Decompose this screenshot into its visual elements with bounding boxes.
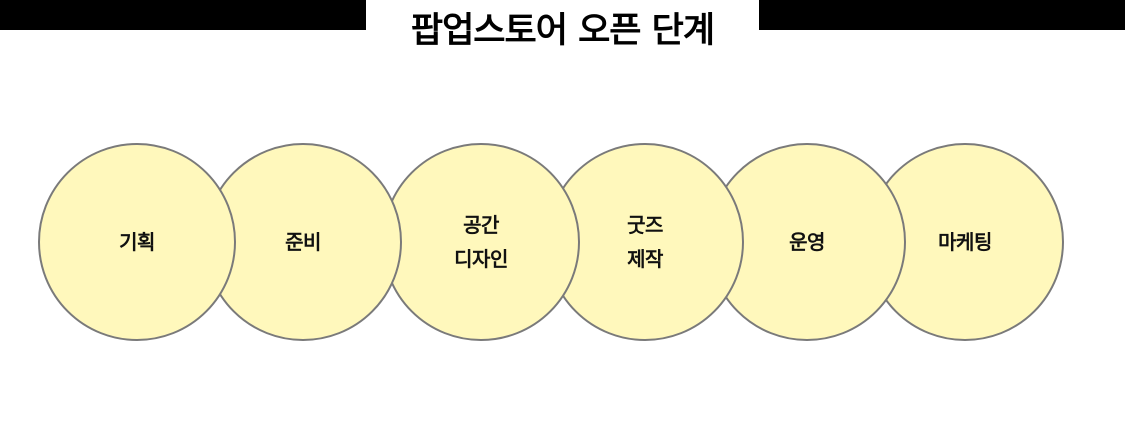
step-circle-3: 공간 디자인 (382, 143, 580, 341)
step-label: 운영 (789, 230, 825, 254)
step-label: 준비 (285, 230, 321, 254)
page-title: 팝업스토어 오픈 단계 (410, 11, 715, 51)
step-label: 공간 디자인 (454, 213, 508, 271)
decorative-bar-right (759, 0, 1125, 30)
step-circle-2: 준비 (204, 143, 402, 341)
decorative-bar-left (0, 0, 366, 30)
step-label: 굿즈 제작 (627, 213, 663, 271)
step-circle-1: 기획 (38, 143, 236, 341)
step-label: 기획 (119, 230, 155, 254)
step-label: 마케팅 (938, 230, 992, 254)
